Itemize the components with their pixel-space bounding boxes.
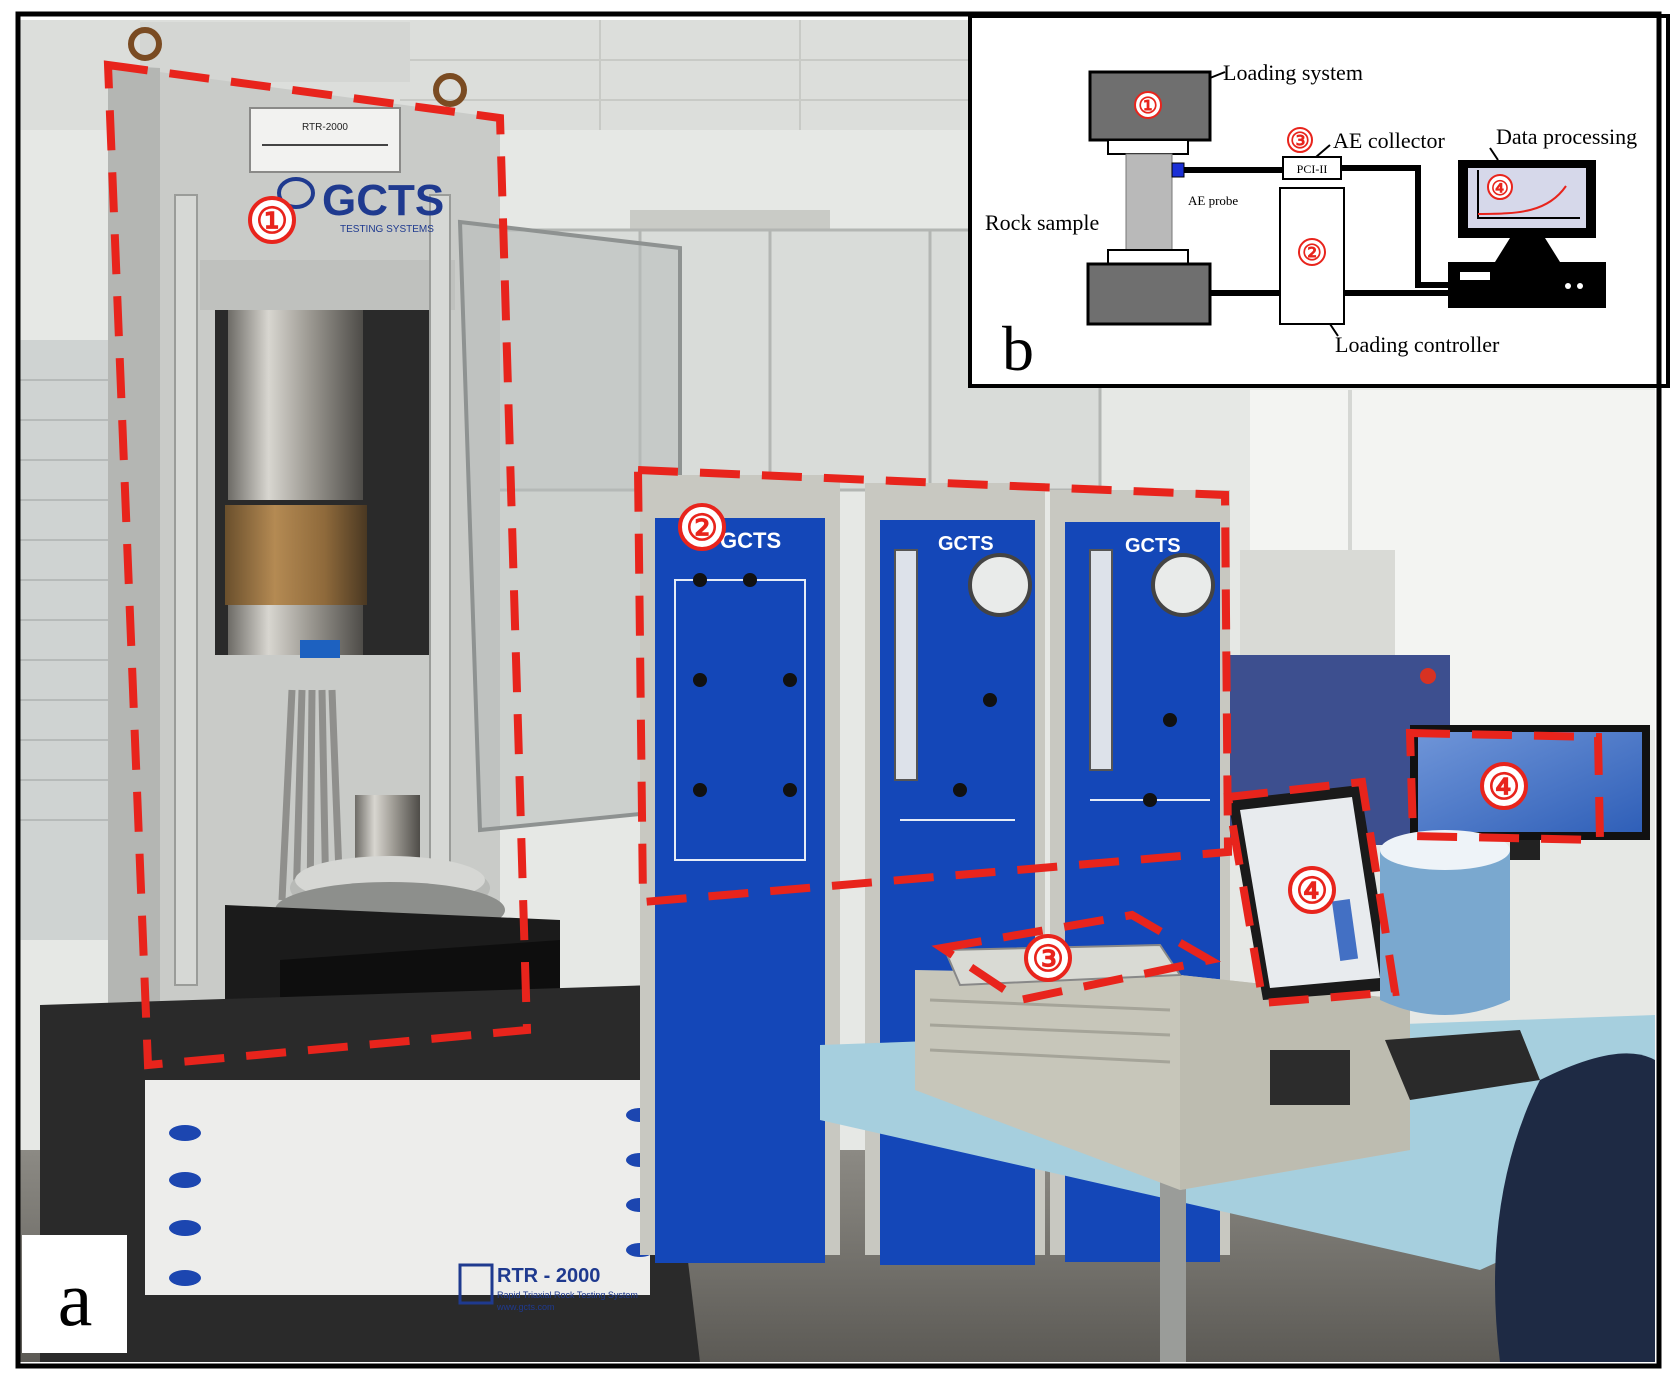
callout-frame-4b [1223, 777, 1400, 1008]
pressure-gauge-icon [1151, 553, 1215, 617]
label-ae-collector: AE collector [1333, 128, 1445, 153]
schematic-marker-1: ① [1138, 93, 1158, 119]
pci-label: PCI-II [1297, 162, 1328, 176]
cabinet-2-logo: GCTS [938, 533, 994, 555]
label-data-processing: Data processing [1496, 124, 1637, 149]
callout-number-4b: ④ [1296, 870, 1328, 912]
rtr-url: www.gcts.com [496, 1302, 555, 1312]
lifting-eye-icon [128, 27, 162, 61]
gcts-logo: GCTS TESTING SYSTEMS [277, 176, 444, 235]
outer-frame [15, 11, 1662, 1369]
callout-numbers: ① ② ③ ④ ④ [248, 196, 1528, 982]
gcts-logo-icon [277, 177, 315, 209]
ae-probe [1171, 162, 1185, 178]
callout-frame-4a [1405, 728, 1605, 845]
callout-number-4a: ④ [1488, 766, 1520, 808]
callout-frame-3 [931, 910, 1222, 1005]
label-rock-sample: Rock sample [985, 210, 1099, 235]
label-ae-probe: AE probe [1188, 193, 1238, 208]
callout-frame-1 [103, 60, 532, 1070]
callout-number-3: ③ [1032, 938, 1064, 980]
bottom-platen-block [1086, 262, 1212, 326]
panel-a-letter: a [58, 1255, 93, 1342]
chair [1495, 1053, 1655, 1362]
keyboard [1385, 1030, 1540, 1100]
callout-outlines [103, 60, 1605, 1070]
cabinet-1-logo: GCTS [720, 528, 781, 553]
rtr-logo-icon [458, 1263, 494, 1305]
callout-frame-2 [633, 465, 1233, 907]
rtr-subtitle: Rapid Triaxial Rock Testing System [497, 1290, 638, 1300]
rtr-title: RTR - 2000 [497, 1265, 600, 1287]
panel-b-schematic: ① PCI-II ② ④ [968, 14, 1670, 388]
cabinet-3-logo: GCTS [1125, 535, 1181, 557]
paper-roll [1380, 835, 1510, 1015]
schematic-marker-4: ④ [1491, 176, 1509, 200]
plate-title: RTR-2000 [302, 122, 348, 133]
label-loading-system: Loading system [1223, 60, 1363, 85]
schematic-marker-2: ② [1302, 240, 1322, 266]
callout-number-1: ① [256, 200, 288, 242]
callout-number-2: ② [686, 507, 718, 549]
panel-a-label-box [22, 1235, 127, 1353]
ceiling-tiles [400, 20, 1000, 130]
schematic-wires [1184, 165, 1455, 296]
machine-name-plate [249, 107, 401, 173]
monitor [1410, 725, 1650, 860]
machine-base: RTR - 2000 Rapid Triaxial Rock Testing S… [40, 985, 700, 1362]
lifting-eye-icon [433, 73, 467, 107]
schematic-marker-3: ③ [1290, 128, 1310, 154]
pressure-gauge-icon [968, 553, 1032, 617]
label-loading-controller: Loading controller [1335, 332, 1500, 357]
computer-case [915, 970, 1410, 1190]
frame-logo-text: GCTS [322, 176, 444, 225]
frame-logo-sub: TESTING SYSTEMS [340, 224, 434, 235]
rock-sample [1125, 153, 1173, 251]
right-instrument [1240, 550, 1395, 670]
panel-b-letter: b [1002, 313, 1034, 384]
